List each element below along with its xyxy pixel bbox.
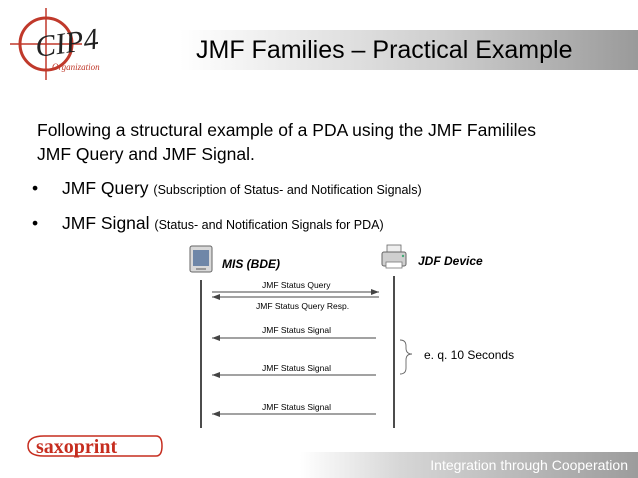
- cip4-logo: CIP4 Organization: [10, 8, 101, 80]
- printer-icon: [381, 244, 407, 269]
- message-1: JMF Status Query: [212, 280, 379, 295]
- message-label: JMF Status Signal: [262, 325, 331, 335]
- bullet-jmf-signal: • JMF Signal (Status- and Notification Si…: [32, 213, 384, 234]
- intro-line-2: JMF Query and JMF Signal.: [37, 144, 255, 164]
- title-bar: [140, 30, 638, 70]
- interval-brace: [399, 339, 413, 375]
- cip4-logo-subtext: Organization: [52, 62, 100, 72]
- intro-line-1: Following a structural example of a PDA …: [37, 120, 536, 140]
- actor-label-jdf-device: JDF Device: [418, 254, 483, 268]
- bullet-detail: (Status- and Notification Signals for PD…: [154, 218, 384, 232]
- page-title: JMF Families – Practical Example: [196, 36, 573, 64]
- intro-text: Following a structural example of a PDA …: [37, 118, 627, 166]
- bullet-detail: (Subscription of Status- and Notificatio…: [153, 183, 422, 197]
- bullet-jmf-query: • JMF Query (Subscription of Status- and …: [32, 178, 422, 199]
- message-4: JMF Status Signal: [212, 363, 376, 378]
- bullet-term: JMF Query: [62, 178, 149, 198]
- interval-note: e. q. 10 Seconds: [424, 348, 514, 362]
- bullet-dot: •: [32, 213, 39, 233]
- footer-tagline: Integration through Cooperation: [430, 457, 628, 473]
- message-2: JMF Status Query Resp.: [212, 294, 379, 311]
- message-label: JMF Status Query Resp.: [256, 301, 349, 311]
- saxoprint-logo: saxoprint: [27, 435, 163, 458]
- footer-bar: [300, 452, 638, 478]
- message-label: JMF Status Query: [262, 280, 331, 290]
- saxoprint-logo-text: saxoprint: [36, 436, 117, 458]
- message-label: JMF Status Signal: [262, 402, 331, 412]
- bullet-dot: •: [32, 178, 39, 198]
- message-label: JMF Status Signal: [262, 363, 331, 373]
- actor-label-mis: MIS (BDE): [222, 257, 280, 271]
- computer-icon: [189, 245, 213, 273]
- message-3: JMF Status Signal: [212, 325, 376, 341]
- bullet-term: JMF Signal: [62, 213, 150, 233]
- message-5: JMF Status Signal: [212, 402, 376, 417]
